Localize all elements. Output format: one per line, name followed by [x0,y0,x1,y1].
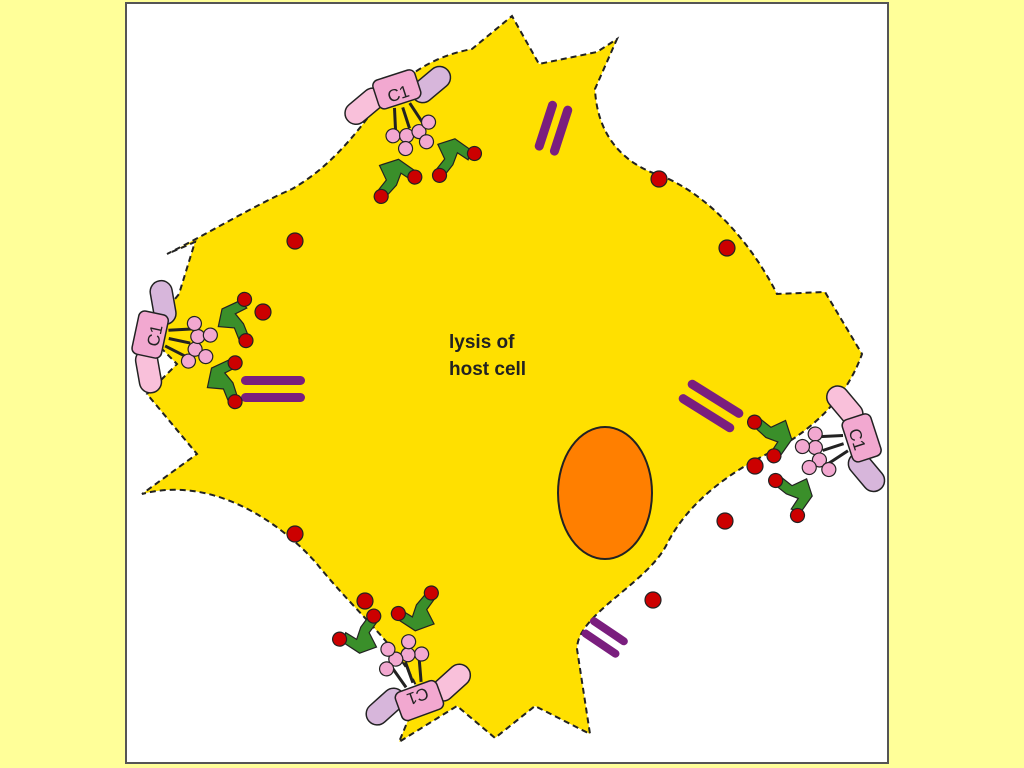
antigen-dots [254,170,764,610]
caption-line-2: host cell [449,359,526,380]
caption-line-1: lysis of [449,332,515,353]
c1-complex-left: C1 [127,270,267,417]
membrane-pore [678,379,744,433]
diagram-panel: C1 C1 C1 C1 lysis of host cell [125,2,889,764]
c1-complex-top: C1 [333,54,489,209]
host-cell-body [141,14,864,745]
membrane-pore [241,376,305,402]
c1-complex-right: C1 [742,374,887,530]
membrane-pore [581,617,628,658]
cell-lysis-diagram: C1 C1 C1 C1 lysis of host cell [127,14,887,745]
nucleus [557,426,653,560]
membrane-pore [534,100,573,156]
c1-label: C1 [143,323,166,348]
